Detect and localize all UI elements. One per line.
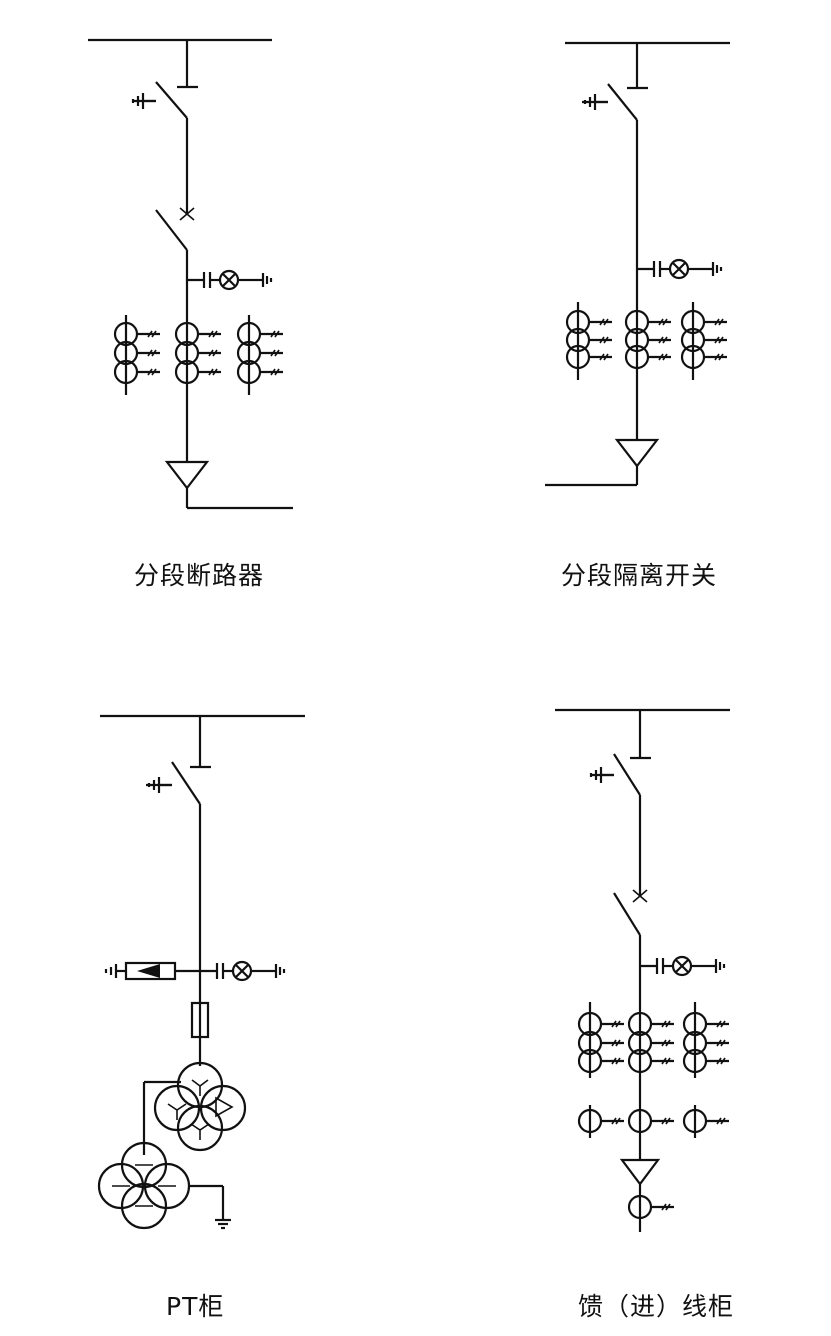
feeder-cabinet-diagram bbox=[555, 708, 731, 1232]
feeder-cabinet-label: 馈（进）线柜 bbox=[578, 1292, 735, 1321]
sectional-disconnector-diagram bbox=[545, 41, 730, 487]
pt-cabinet-label: PT柜 bbox=[166, 1292, 225, 1321]
sectional-breaker-diagram bbox=[88, 38, 293, 510]
sectional-breaker-label: 分段断路器 bbox=[134, 561, 265, 590]
pt-cabinet-diagram bbox=[97, 714, 305, 1230]
sectional-disconnector-label: 分段隔离开关 bbox=[561, 561, 718, 590]
